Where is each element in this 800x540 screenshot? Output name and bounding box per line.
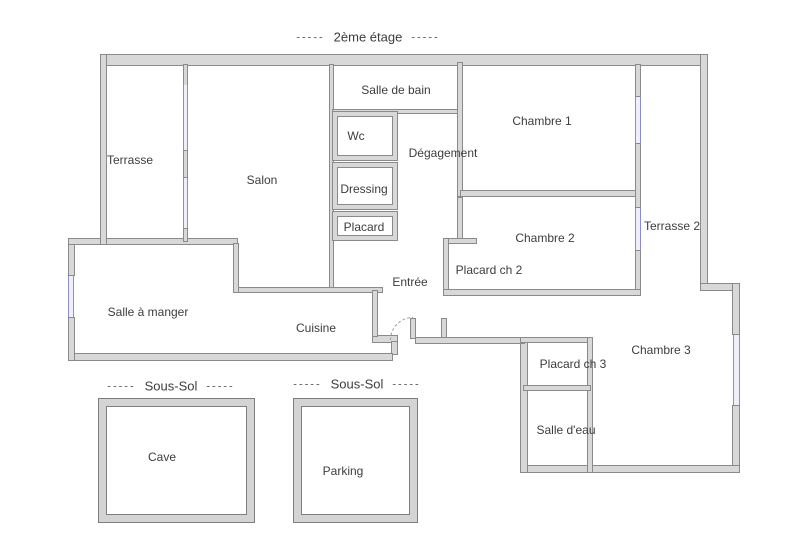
room-label-cuisine: Cuisine [295,321,337,335]
wall [635,143,641,208]
window [183,85,188,150]
wall [520,465,740,473]
wall [441,318,447,338]
window [68,276,74,317]
heading-dash: ----- [206,380,235,392]
wall [520,338,528,473]
wall [100,54,707,66]
wall [183,228,188,242]
title-dash-left: ----- [296,31,325,43]
window [635,208,641,250]
wc-box [333,112,397,160]
wall [415,337,525,344]
wall [68,317,75,361]
wall [443,238,449,295]
basement-heading-right: ----- Sous-Sol ----- [293,377,420,392]
room-label-chambre-3: Chambre 3 [631,343,691,357]
plan-title: ----- 2ème étage ----- [296,30,439,45]
room-label-placard: Placard [343,220,385,234]
wall [460,190,640,197]
room-label-terrasse: Terrasse [106,153,154,167]
wall [520,337,593,343]
room-label-entree: Entrée [392,275,428,289]
wall [635,250,641,290]
wall [732,405,740,473]
room-label-salle-a-manger: Salle à manger [107,305,189,319]
wall [457,197,463,243]
wall [100,54,107,245]
room-label-salle-de-bain: Salle de bain [361,83,431,97]
parking-box [293,398,418,523]
room-label-chambre-2: Chambre 2 [515,231,575,245]
window [183,178,188,228]
room-label-salon: Salon [246,173,278,187]
room-label-salle-d-eau: Salle d'eau [536,423,596,437]
room-label-placard-ch-3: Placard ch 3 [539,357,607,371]
entry-door-arc [390,317,413,340]
dressing-box [333,163,397,209]
room-label-parking: Parking [322,464,364,478]
heading-dash: ----- [107,380,136,392]
wall [183,64,188,86]
basement-heading-left: ----- Sous-Sol ----- [107,379,234,394]
room-label-dressing: Dressing [340,182,388,196]
title-dash-right: ----- [411,31,440,43]
wall [391,341,398,355]
cave-box [98,398,255,523]
room-label-wc: Wc [347,129,365,143]
room-label-chambre-1: Chambre 1 [512,114,572,128]
cave-box-inner [106,406,247,515]
wall [233,287,383,293]
room-label-terrasse-2: Terrasse 2 [643,219,701,233]
room-label-placard-ch-2: Placard ch 2 [455,263,523,277]
basement-heading-left-text: Sous-Sol [144,378,198,394]
room-label-degagement: Dégagement [408,146,478,160]
wall [700,54,708,290]
wall [68,353,393,361]
wall [443,289,641,296]
window [635,97,641,143]
wall [523,385,591,391]
heading-dash: ----- [293,378,322,390]
wall [68,238,238,245]
wall [587,337,593,473]
parking-box-inner [301,406,410,515]
plan-title-text: 2ème étage [333,29,403,45]
placard-box [333,212,397,240]
wall [457,62,463,197]
wall [183,150,188,178]
wall [635,64,641,97]
basement-heading-right-text: Sous-Sol [330,376,384,392]
wall [372,290,378,337]
wall [233,243,239,293]
room-label-cave: Cave [147,450,177,464]
window [733,335,740,405]
heading-dash: ----- [392,378,421,390]
wall [732,283,740,335]
